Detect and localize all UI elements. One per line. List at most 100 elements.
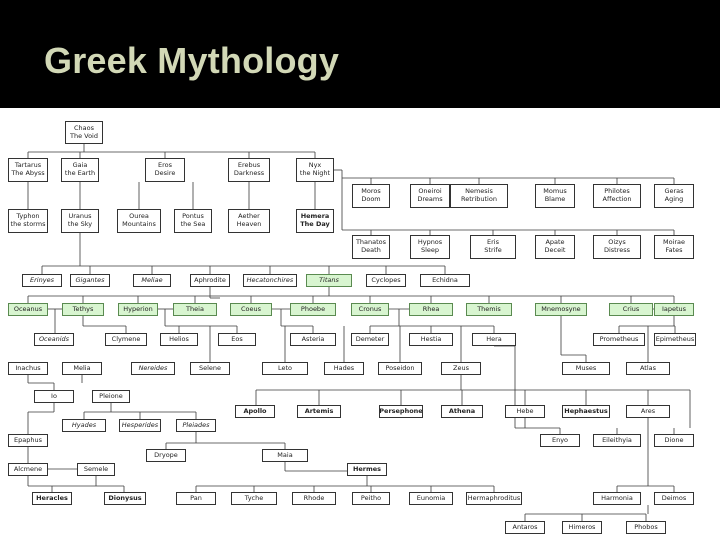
node-cyclopes: Cyclopes bbox=[366, 274, 406, 287]
node-heracles: Heracles bbox=[32, 492, 72, 505]
node-pleione: Pleione bbox=[92, 390, 130, 403]
node-enyo: Enyo bbox=[540, 434, 580, 447]
node-apollo: Apollo bbox=[235, 405, 275, 418]
node-thanatos: Thanatos Death bbox=[352, 235, 390, 259]
node-phoebe: Phoebe bbox=[290, 303, 336, 316]
node-tartarus: Tartarus The Abyss bbox=[8, 158, 48, 182]
node-semele: Semele bbox=[77, 463, 115, 476]
node-oizys: Oizys Distress bbox=[593, 235, 641, 259]
node-tethys: Tethys bbox=[62, 303, 104, 316]
node-muses: Muses bbox=[562, 362, 610, 375]
node-asteria: Asteria bbox=[290, 333, 336, 346]
node-rhode: Rhode bbox=[292, 492, 336, 505]
node-oceanids: Oceanids bbox=[34, 333, 74, 346]
node-athena: Athena bbox=[441, 405, 483, 418]
node-poseidon: Poseidon bbox=[378, 362, 422, 375]
connector-lines bbox=[27, 144, 691, 521]
node-harmonia: Harmonia bbox=[593, 492, 641, 505]
node-nereides: Nereides bbox=[131, 362, 175, 375]
node-eileithyia: Eileithyia bbox=[593, 434, 641, 447]
node-themis: Themis bbox=[466, 303, 512, 316]
node-geras: Geras Aging bbox=[654, 184, 694, 208]
node-phobos: Phobos bbox=[626, 521, 666, 534]
node-oceanus: Oceanus bbox=[8, 303, 48, 316]
node-hypnos: Hypnos Sleep bbox=[410, 235, 450, 259]
node-hemera: Hemera The Day bbox=[296, 209, 334, 233]
node-hermes: Hermes bbox=[347, 463, 387, 476]
node-ourea: Ourea Mountains bbox=[117, 209, 161, 233]
node-iapetus: Iapetus bbox=[654, 303, 694, 316]
node-hebe: Hebe bbox=[505, 405, 545, 418]
node-demeter: Demeter bbox=[351, 333, 389, 346]
node-dione: Dione bbox=[654, 434, 694, 447]
node-maia: Maia bbox=[262, 449, 308, 462]
node-rhea: Rhea bbox=[409, 303, 453, 316]
node-meliae: Meliae bbox=[133, 274, 171, 287]
node-oneiroi: Oneiroi Dreams bbox=[410, 184, 450, 208]
node-erinyes: Erinyes bbox=[22, 274, 62, 287]
node-mnemosyne: Mnemosyne bbox=[535, 303, 587, 316]
node-artemis: Artemis bbox=[297, 405, 341, 418]
node-eunomia: Eunomia bbox=[409, 492, 453, 505]
node-moros: Moros Doom bbox=[352, 184, 390, 208]
node-echidna: Echidna bbox=[420, 274, 470, 287]
node-hestia: Hestia bbox=[409, 333, 453, 346]
node-atlas: Atlas bbox=[626, 362, 670, 375]
node-alcmene: Alcmene bbox=[8, 463, 48, 476]
node-hera: Hera bbox=[472, 333, 516, 346]
node-aphrodite: Aphrodite bbox=[190, 274, 230, 287]
node-pan: Pan bbox=[176, 492, 216, 505]
node-persephone: Persephone bbox=[379, 405, 423, 418]
node-deimos: Deimos bbox=[654, 492, 694, 505]
node-leto: Leto bbox=[262, 362, 308, 375]
node-titans: Titans bbox=[306, 274, 352, 287]
node-theia: Theia bbox=[173, 303, 217, 316]
node-eros: Eros Desire bbox=[145, 158, 185, 182]
node-tyche: Tyche bbox=[231, 492, 277, 505]
node-philotes: Philotes Affection bbox=[593, 184, 641, 208]
node-aether: Aether Heaven bbox=[228, 209, 270, 233]
node-epaphus: Epaphus bbox=[8, 434, 48, 447]
node-melia: Melia bbox=[62, 362, 102, 375]
node-antaros: Antaros bbox=[505, 521, 545, 534]
node-nyx: Nyx the Night bbox=[296, 158, 334, 182]
node-hecatonchires: Hecatonchires bbox=[243, 274, 297, 287]
node-prometheus: Prometheus bbox=[593, 333, 645, 346]
node-io: Io bbox=[34, 390, 74, 403]
node-gaia: Gaia the Earth bbox=[61, 158, 99, 182]
node-hyades: Hyades bbox=[62, 419, 106, 432]
node-hermaphroditus: Hermaphroditus bbox=[466, 492, 522, 505]
node-hades: Hades bbox=[324, 362, 364, 375]
node-momus: Momus Blame bbox=[535, 184, 575, 208]
node-eos: Eos bbox=[218, 333, 256, 346]
node-uranus: Uranus the Sky bbox=[61, 209, 99, 233]
node-pleiades: Pleiades bbox=[176, 419, 216, 432]
node-epimetheus: Epimetheus bbox=[654, 333, 696, 346]
node-ares: Ares bbox=[626, 405, 670, 418]
node-inachus: Inachus bbox=[8, 362, 48, 375]
title-bar: Greek Mythology bbox=[0, 0, 720, 108]
node-zeus: Zeus bbox=[441, 362, 481, 375]
node-hyperion: Hyperion bbox=[118, 303, 158, 316]
node-chaos: Chaos The Void bbox=[65, 121, 103, 144]
node-himeros: Himeros bbox=[562, 521, 602, 534]
node-hesperides: Hesperides bbox=[119, 419, 161, 432]
node-apate: Apate Deceit bbox=[535, 235, 575, 259]
node-pontus: Pontus the Sea bbox=[174, 209, 212, 233]
node-eris: Eris Strife bbox=[470, 235, 516, 259]
node-hephaestus: Hephaestus bbox=[562, 405, 610, 418]
node-crius: Crius bbox=[609, 303, 653, 316]
node-moirae: Moirae Fates bbox=[654, 235, 694, 259]
node-coeus: Coeus bbox=[230, 303, 272, 316]
node-cronus: Cronus bbox=[351, 303, 389, 316]
node-peitho: Peitho bbox=[352, 492, 390, 505]
node-dionysus: Dionysus bbox=[104, 492, 146, 505]
node-dryope: Dryope bbox=[146, 449, 186, 462]
node-typhon: Typhon the storms bbox=[8, 209, 48, 233]
node-clymene: Clymene bbox=[105, 333, 147, 346]
node-helios: Helios bbox=[160, 333, 198, 346]
node-gigantes: Gigantes bbox=[70, 274, 110, 287]
node-erebus: Erebus Darkness bbox=[228, 158, 270, 182]
node-selene: Selene bbox=[190, 362, 230, 375]
